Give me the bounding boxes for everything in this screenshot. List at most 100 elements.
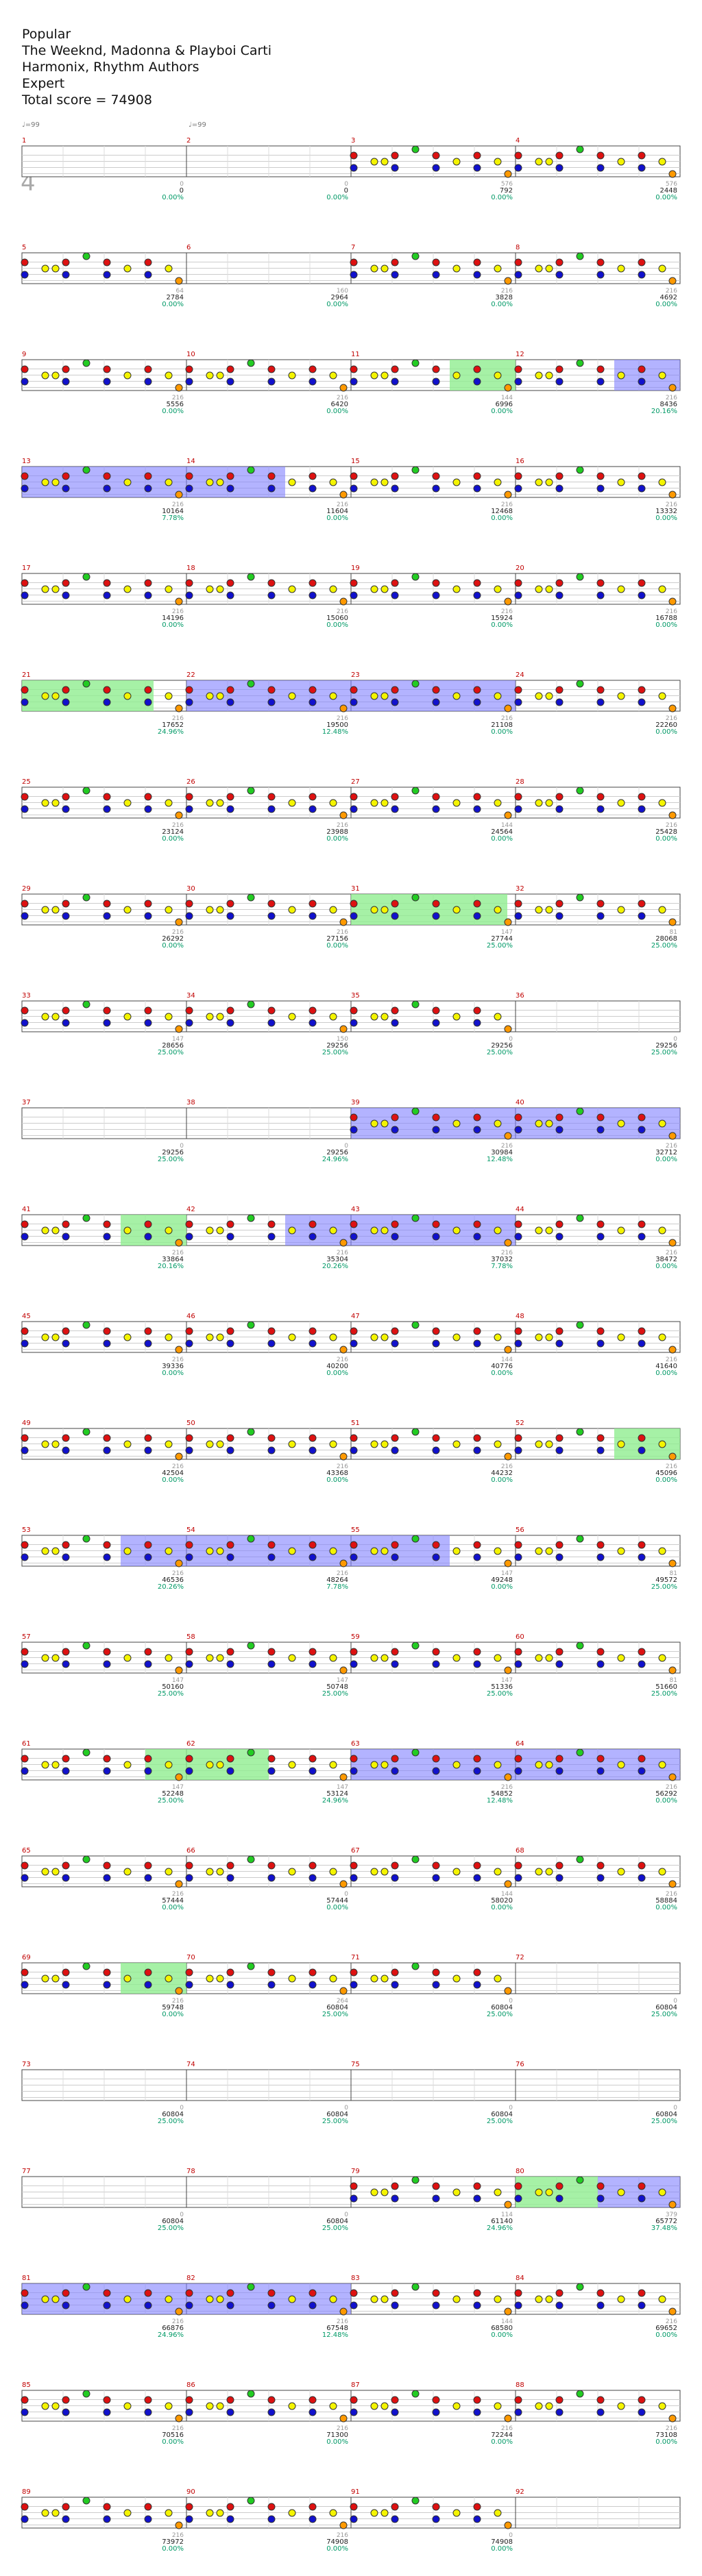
note: [185, 1648, 193, 1656]
measure-percent: 20.16%: [651, 408, 677, 415]
note: [596, 151, 605, 160]
note: [638, 484, 646, 493]
note: [555, 686, 564, 694]
note: [596, 1446, 605, 1454]
measure-score: 11604: [326, 508, 348, 515]
note: [103, 579, 111, 587]
note: [596, 377, 605, 386]
note: [494, 1226, 502, 1235]
measure-score: 2448: [660, 187, 677, 195]
measure-number: 44: [516, 1206, 524, 1213]
note: [638, 1434, 646, 1442]
note: [391, 1767, 399, 1775]
note: [21, 1339, 29, 1348]
note: [411, 359, 420, 367]
note: [62, 1648, 70, 1656]
note: [411, 252, 420, 260]
note: [82, 1535, 90, 1543]
note: [185, 1327, 193, 1335]
measure-ticks: 216: [666, 395, 677, 401]
note: [555, 2194, 564, 2203]
note: [267, 1968, 276, 1977]
note: [432, 805, 440, 813]
note: [494, 1333, 502, 1341]
note: [432, 1553, 440, 1561]
note: [308, 2289, 317, 2297]
note: [473, 2194, 481, 2203]
note: [103, 2503, 111, 2511]
note: [62, 912, 70, 920]
note: [638, 1648, 646, 1656]
note: [617, 799, 625, 807]
note: [555, 1660, 564, 1668]
note: [473, 472, 481, 480]
note: [596, 1861, 605, 1870]
note: [82, 1748, 90, 1757]
note: [206, 585, 214, 593]
note: [165, 1761, 173, 1769]
note: [350, 1981, 358, 1989]
note: [617, 478, 625, 486]
note: [638, 1767, 646, 1775]
measure-percent: 0.00%: [162, 2545, 184, 2553]
measure-ticks: 216: [666, 1143, 677, 1150]
measure-ticks: 144: [501, 822, 513, 829]
note: [411, 573, 420, 581]
note: [267, 1019, 276, 1027]
note: [144, 2408, 152, 2416]
note: [617, 1654, 625, 1662]
measure-score: 57444: [326, 1897, 348, 1905]
note: [144, 258, 152, 267]
note: [308, 591, 317, 599]
note: [103, 2515, 111, 2523]
solo-section: [121, 1963, 186, 1994]
note: [62, 1339, 70, 1348]
note: [308, 1874, 317, 1882]
measure-ticks: 216: [172, 715, 184, 722]
note: [638, 1446, 646, 1454]
note: [432, 2503, 440, 2511]
note: [411, 1428, 420, 1436]
note: [21, 1434, 29, 1442]
measure-number: 64: [516, 1740, 524, 1748]
note: [555, 579, 564, 587]
measure-score: 66876: [162, 2325, 184, 2332]
note: [267, 1541, 276, 1549]
note: [350, 1434, 358, 1442]
measure-score: 60804: [491, 2111, 513, 2118]
note: [432, 1327, 440, 1335]
note: [514, 1434, 522, 1442]
note: [247, 1000, 255, 1008]
measure-ticks: 216: [172, 1570, 184, 1577]
note: [185, 1339, 193, 1348]
note: [658, 1654, 666, 1662]
note: [473, 1968, 481, 1977]
note: [617, 158, 625, 166]
note: [432, 484, 440, 493]
measure-number: 67: [351, 1847, 360, 1855]
note: [350, 1553, 358, 1561]
measure-ticks: 216: [666, 822, 677, 829]
solo-section: [516, 2177, 598, 2207]
note: [473, 1541, 481, 1549]
note: [103, 2396, 111, 2404]
note: [617, 1761, 625, 1769]
note: [185, 377, 193, 386]
note: [494, 1761, 502, 1769]
note: [432, 1648, 440, 1656]
measure-percent: 7.78%: [491, 1263, 513, 1270]
measure-number: 18: [186, 565, 195, 572]
measure-number: 16: [516, 458, 524, 465]
measure-ticks: 216: [666, 1250, 677, 1256]
note: [267, 698, 276, 706]
measure-percent: 0.00%: [326, 194, 348, 201]
note: [206, 1333, 214, 1341]
measure-ticks: 216: [337, 395, 348, 401]
measure-number: 57: [22, 1633, 31, 1641]
note: [51, 906, 60, 914]
note: [329, 2295, 337, 2303]
note: [21, 1019, 29, 1027]
note: [391, 1541, 399, 1549]
note: [432, 1339, 440, 1348]
note: [51, 1333, 60, 1341]
